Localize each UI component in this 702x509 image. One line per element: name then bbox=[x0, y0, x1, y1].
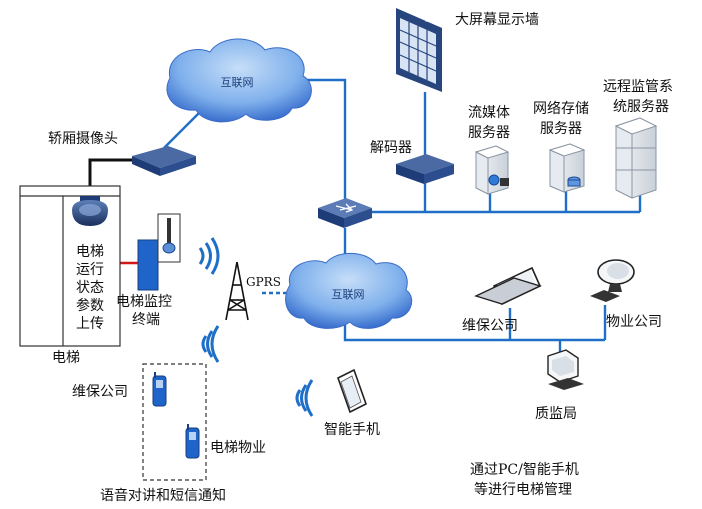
smartphone-label: 智能手机 bbox=[324, 422, 380, 438]
wireless-waves-smartphone bbox=[295, 379, 314, 417]
maintenance-pc-label: 维保公司 bbox=[462, 318, 518, 334]
storage-server-label-1: 网络存储 bbox=[533, 101, 589, 117]
internet-cloud-top: 互联网 bbox=[166, 38, 312, 123]
feature-phone-maintenance bbox=[152, 372, 167, 407]
storage-server bbox=[548, 143, 586, 193]
media-server bbox=[474, 145, 510, 195]
dome-camera bbox=[72, 196, 108, 226]
gprs-tower-icon bbox=[225, 261, 249, 321]
maintenance-phone-label: 维保公司 bbox=[72, 384, 128, 400]
desktop-monitor-icon bbox=[590, 259, 635, 302]
decoder-device bbox=[396, 154, 454, 184]
camera-router-device bbox=[132, 146, 196, 176]
remote-server-cluster bbox=[614, 117, 658, 199]
voice-sms-label: 语音对讲和短信通知 bbox=[100, 487, 226, 504]
gprs-label: GPRS bbox=[246, 275, 281, 289]
feature-phone-property bbox=[185, 424, 200, 459]
wireless-waves-terminal bbox=[198, 237, 220, 275]
manage-caption-2: 等进行电梯管理 bbox=[474, 481, 572, 498]
phones-dashed-box bbox=[142, 363, 207, 481]
camera-cable bbox=[88, 158, 132, 198]
upload-label-1: 电梯 bbox=[76, 244, 104, 260]
wireless-waves-phones bbox=[201, 325, 220, 363]
cabin-camera-label: 轿厢摄像头 bbox=[48, 131, 118, 147]
elevator-cabinet bbox=[19, 185, 121, 347]
monitor-terminal-label-2: 终端 bbox=[132, 312, 160, 328]
decoder-label: 解码器 bbox=[370, 140, 412, 156]
remote-server-label-1: 远程监管系 bbox=[603, 79, 673, 95]
upload-label-3: 状态 bbox=[76, 280, 104, 296]
quality-bureau-label: 质监局 bbox=[535, 406, 577, 422]
media-server-label-1: 流媒体 bbox=[468, 105, 510, 121]
big-screen-label: 大屏幕显示墙 bbox=[455, 12, 539, 28]
upload-label-5: 上传 bbox=[76, 316, 104, 332]
tv-badge: TV bbox=[423, 16, 433, 24]
internet-top-label: 互联网 bbox=[221, 76, 254, 89]
elevator-property-label: 电梯物业 bbox=[210, 440, 266, 456]
upload-label-4: 参数 bbox=[76, 297, 104, 314]
big-screen-wall: TV bbox=[396, 8, 442, 92]
media-server-label-2: 服务器 bbox=[468, 125, 510, 141]
storage-server-label-2: 服务器 bbox=[540, 121, 582, 137]
manage-caption-1: 通过PC/智能手机 bbox=[470, 462, 579, 478]
internet-mid-label: 互联网 bbox=[332, 288, 365, 301]
remote-server-label-2: 统服务器 bbox=[613, 99, 669, 115]
monitor-terminal-label-1: 电梯监控 bbox=[116, 294, 172, 310]
monitor-terminal-device bbox=[137, 213, 181, 291]
internet-cloud-mid: 互联网 bbox=[285, 252, 413, 329]
laptop-icon bbox=[474, 266, 542, 306]
smartphone-icon bbox=[337, 368, 367, 414]
upload-label-2: 运行 bbox=[76, 262, 104, 278]
quality-bureau-pc-icon bbox=[547, 349, 584, 390]
elevator-label: 电梯 bbox=[52, 350, 80, 366]
property-pc-label: 物业公司 bbox=[606, 314, 662, 330]
link-router-top-cloud bbox=[159, 111, 201, 153]
network-switch bbox=[318, 198, 372, 228]
